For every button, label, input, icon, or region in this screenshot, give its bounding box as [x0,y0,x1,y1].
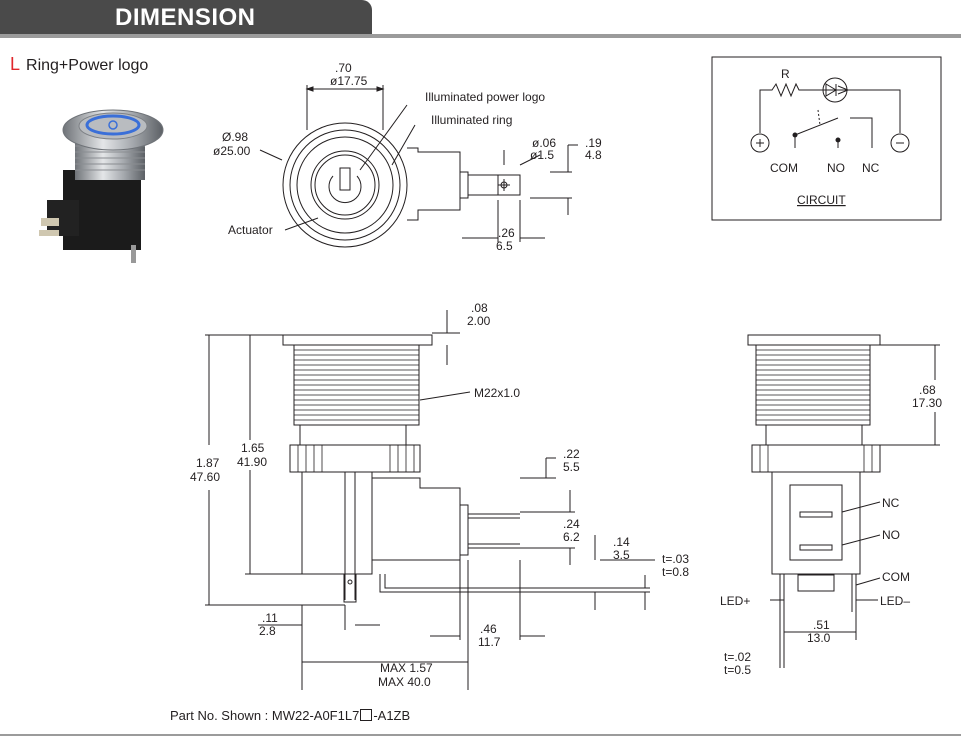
dim-thread-height-mm: 17.30 [912,396,942,410]
dim-max-length-in: MAX 1.57 [380,661,433,675]
label-front-nc: NC [882,496,900,510]
dim-outer-dia-mm: ø17.75 [330,74,368,88]
dim-term2-in: .24 [563,517,580,531]
dim-thickness-mm: t=0.8 [662,565,689,579]
dim-pin-height-in: .19 [585,136,602,150]
dim-thread-height-in: .68 [919,383,936,397]
label-front-no: NO [882,528,900,542]
footer-divider [0,734,961,736]
part-number-suffix: -A1ZB [373,708,411,723]
dim-max-length-mm: MAX 40.0 [378,675,431,689]
dim-front-thickness-mm: t=0.5 [724,663,751,677]
variant-label: L Ring+Power logo [10,54,148,75]
dim-thickness-in: t=.03 [662,552,689,566]
label-thread: M22x1.0 [474,386,520,400]
dim-body-height-in: 1.65 [241,441,265,455]
dim-bezel-dia-mm: ø25.00 [213,144,251,158]
dim-led-span-in: .51 [813,618,830,632]
circuit-no: NO [827,161,845,175]
dim-term1-mm: 5.5 [563,460,580,474]
circuit-title: CIRCUIT [797,193,846,207]
dim-front-thickness-in: t=.02 [724,650,751,664]
dim-pin-hole-in: ø.06 [532,136,556,150]
dim-term1-in: .22 [563,447,580,461]
dim-term-span-mm: 11.7 [478,635,501,649]
dim-pin-offset-side-mm: 2.8 [259,624,276,638]
variant-letter: L [10,54,21,74]
header-tab [0,0,372,36]
part-number-option-box [360,709,373,721]
variant-name: Ring+Power logo [26,57,149,74]
dim-outer-dia-in: .70 [335,61,352,75]
label-illuminated-ring: Illuminated ring [431,113,512,127]
dim-body-height-mm: 41.90 [237,455,267,469]
dim-total-height-in: 1.87 [196,456,220,470]
dim-bezel-dia-in: Ø.98 [222,130,248,144]
dim-pin-hole-mm: ø1.5 [530,148,554,162]
product-photo [39,109,164,263]
dim-head-thickness-in: .08 [471,301,488,315]
dim-total-height-mm: 47.60 [190,470,220,484]
header-divider [0,34,961,38]
dim-term-span-in: .46 [480,622,497,636]
page-title: DIMENSION [115,4,256,31]
circuit-resistor-label: R [781,67,790,81]
dim-term3-in: .14 [613,535,630,549]
label-led-minus: LED– [880,594,910,608]
dim-pin-offset-in: .26 [498,226,515,240]
dim-term2-mm: 6.2 [563,530,580,544]
dim-pin-height-mm: 4.8 [585,148,602,162]
dim-pin-offset-side-in: .11 [262,611,278,625]
header-bar: DIMENSION [0,0,961,40]
label-front-com: COM [882,570,910,584]
circuit-com: COM [770,161,798,175]
circuit-nc: NC [862,161,880,175]
part-number-prefix: Part No. Shown : MW22-A0F1L7 [170,708,360,723]
part-number: Part No. Shown : MW22-A0F1L7 -A1ZB [170,708,410,723]
dim-led-span-mm: 13.0 [807,631,831,645]
dim-term3-mm: 3.5 [613,548,630,562]
label-led-plus: LED+ [720,594,750,608]
label-illuminated-logo: Illuminated power logo [425,90,545,104]
dim-pin-offset-mm: 6.5 [496,239,513,253]
dim-head-thickness-mm: 2.00 [467,314,491,328]
label-actuator: Actuator [228,223,273,237]
